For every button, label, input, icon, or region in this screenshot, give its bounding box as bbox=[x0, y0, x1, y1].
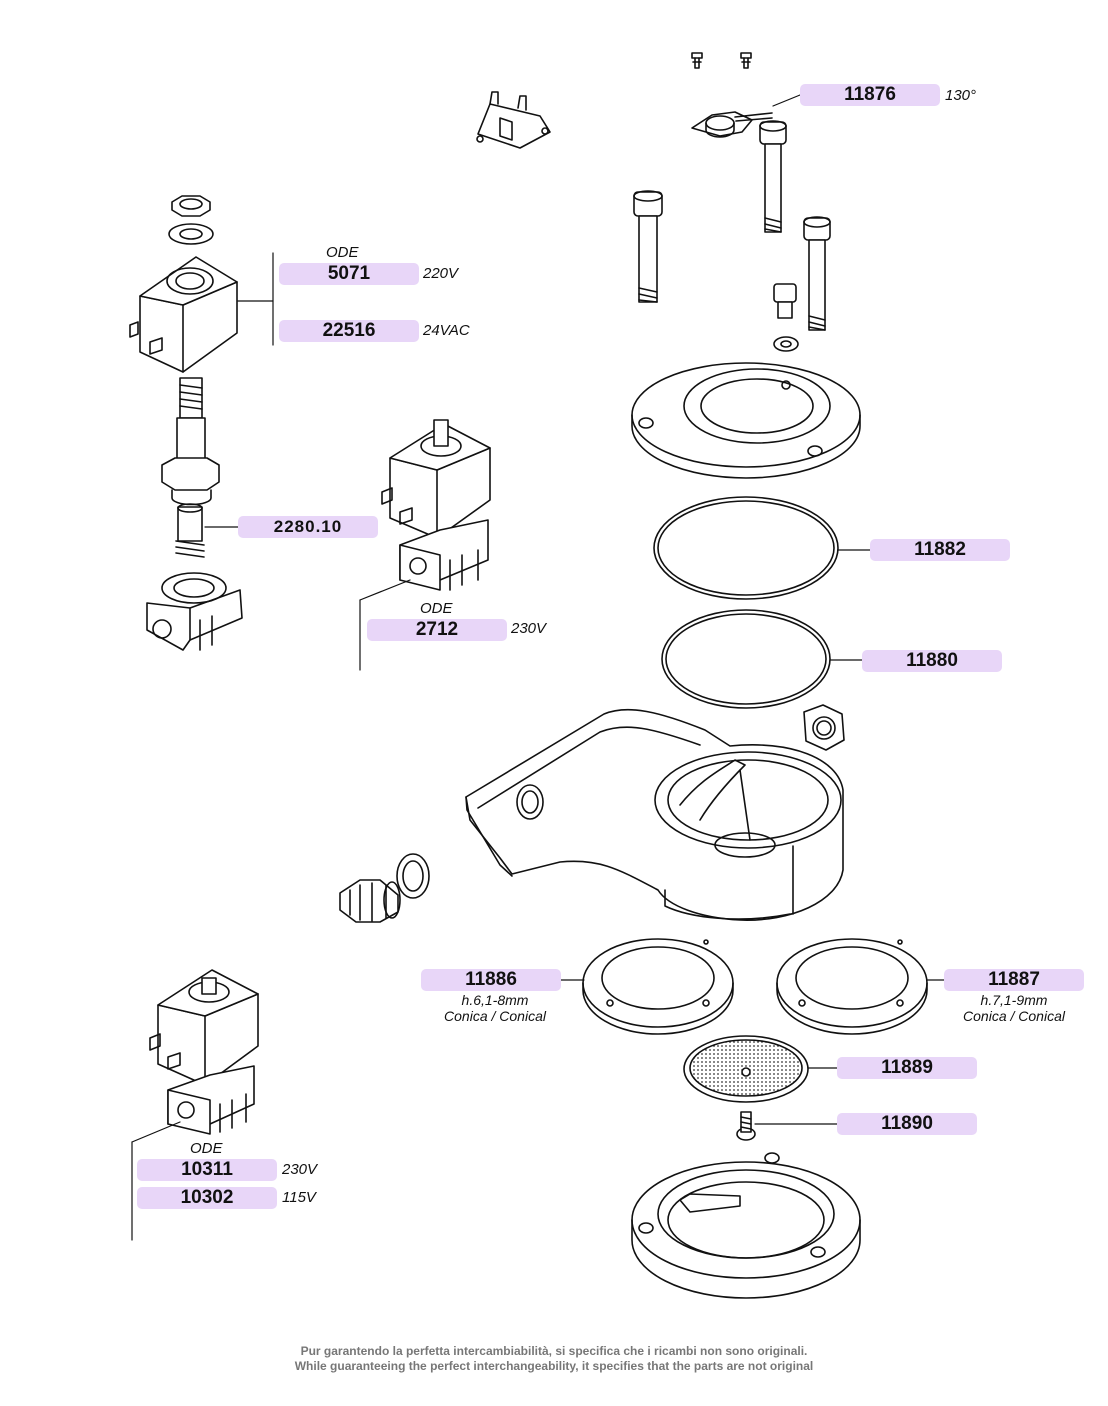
spec-10302: 115V bbox=[282, 1189, 316, 1206]
small-screw-top-right bbox=[740, 52, 752, 69]
part-label-11890: 11890 bbox=[837, 1113, 977, 1135]
relay-terminal-part bbox=[476, 91, 551, 149]
fitting-washer bbox=[396, 853, 430, 899]
solenoid-valve-10311 bbox=[149, 969, 259, 1135]
hex-nut bbox=[803, 704, 845, 751]
spec-2712: 230V bbox=[511, 620, 547, 637]
leader-lines bbox=[131, 94, 945, 1241]
bottom-ring bbox=[631, 1152, 861, 1299]
note-11886-shape: Conica / Conical bbox=[444, 1008, 546, 1024]
ode-caption-a: ODE bbox=[326, 244, 359, 261]
part-label-22516: 22516 bbox=[279, 320, 419, 342]
part-label-11887: 11887 bbox=[944, 969, 1084, 991]
part-label-11876: 11876 bbox=[800, 84, 940, 106]
long-bolt-center bbox=[759, 120, 787, 233]
hose-fitting bbox=[339, 879, 401, 923]
note-11887-shape: Conica / Conical bbox=[963, 1008, 1065, 1024]
armature-tube bbox=[161, 377, 220, 506]
ode-caption-c: ODE bbox=[190, 1140, 223, 1157]
small-screw-top-left bbox=[691, 52, 703, 69]
gasket-11886 bbox=[582, 938, 734, 1035]
coil-5071 bbox=[129, 256, 238, 373]
nut-top bbox=[171, 195, 211, 217]
solenoid-valve-2712 bbox=[381, 419, 491, 591]
screw-11890 bbox=[736, 1111, 756, 1141]
part-label-2712: 2712 bbox=[367, 619, 507, 641]
group-head-body bbox=[465, 708, 844, 921]
spec-10311: 230V bbox=[282, 1161, 318, 1178]
long-bolt-right bbox=[803, 216, 831, 331]
part-label-5071: 5071 bbox=[279, 263, 419, 285]
gasket-11887 bbox=[776, 938, 928, 1035]
spec-5071: 220V bbox=[423, 265, 459, 282]
part-label-10311: 10311 bbox=[137, 1159, 277, 1181]
part-label-11880: 11880 bbox=[862, 650, 1002, 672]
gasket-11880 bbox=[661, 609, 831, 709]
footer-note-en: While guaranteeing the perfect interchan… bbox=[294, 1359, 814, 1373]
small-washer bbox=[773, 336, 799, 352]
top-plate bbox=[631, 362, 861, 479]
spec-22516: 24VAC bbox=[423, 322, 470, 339]
plunger-2280-10 bbox=[175, 503, 205, 558]
footer-note-it: Pur garantendo la perfetta intercambiabi… bbox=[300, 1344, 808, 1358]
short-bolt bbox=[773, 283, 797, 319]
part-label-2280-10: 2280.10 bbox=[238, 516, 378, 538]
valve-body-left bbox=[146, 572, 243, 651]
note-11887: h.7,1-9mm Conica / Conical bbox=[940, 992, 1088, 1024]
washer-top bbox=[168, 223, 214, 245]
part-label-11886: 11886 bbox=[421, 969, 561, 991]
note-11886: h.6,1-8mm Conica / Conical bbox=[421, 992, 569, 1024]
shower-screen-11889 bbox=[683, 1035, 809, 1103]
long-bolt-left bbox=[633, 190, 663, 303]
gasket-11882 bbox=[653, 496, 839, 600]
thermostat-part bbox=[691, 111, 773, 138]
part-label-11889: 11889 bbox=[837, 1057, 977, 1079]
note-11887-height: h.7,1-9mm bbox=[980, 992, 1048, 1008]
part-label-10302: 10302 bbox=[137, 1187, 277, 1209]
spec-11876: 130° bbox=[945, 87, 977, 104]
part-label-11882: 11882 bbox=[870, 539, 1010, 561]
note-11886-height: h.6,1-8mm bbox=[461, 992, 529, 1008]
ode-caption-b: ODE bbox=[420, 600, 453, 617]
